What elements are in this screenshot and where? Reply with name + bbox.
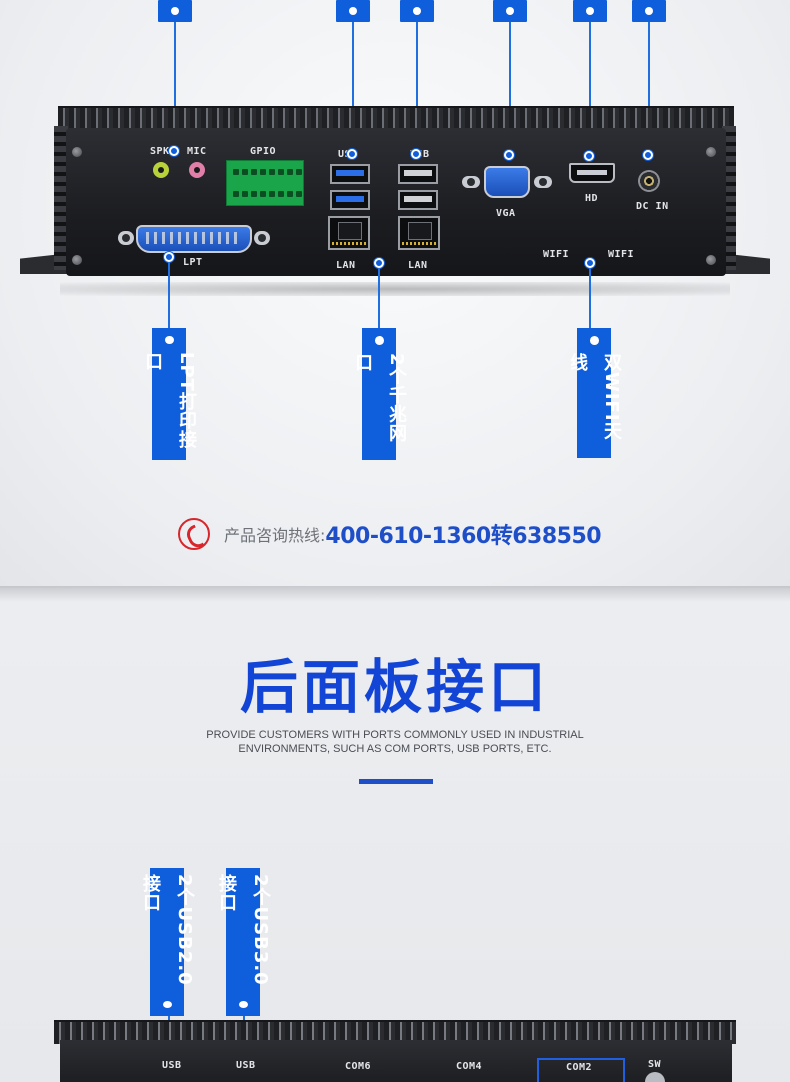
mic-label: MIC [187, 146, 207, 157]
speaker-jack [153, 162, 169, 178]
usb3-port [330, 190, 370, 210]
leader-line-wifi [589, 268, 591, 328]
screw [72, 147, 82, 157]
leader-line-usb-right [416, 22, 418, 154]
title-underline [359, 779, 433, 784]
dc-in-jack [638, 170, 660, 192]
callout-usb3-text: 2个USB3.0接口 [216, 874, 271, 986]
device-shadow [60, 282, 730, 296]
leader-line-lpt [168, 262, 170, 328]
phone-icon [178, 518, 210, 550]
callout-lan: 2个千兆网口 [352, 328, 407, 460]
mic-jack [189, 162, 205, 178]
callout-point [374, 258, 384, 268]
subtitle-line-1: PROVIDE CUSTOMERS WITH PORTS COMMONLY US… [206, 729, 584, 741]
callout-tag-spk [158, 0, 192, 22]
callout-point [169, 146, 179, 156]
callout-lpt: LPT打印接口 [142, 328, 197, 460]
leader-line-spk [174, 22, 176, 150]
callout-usb3: 2个USB3.0接口 [216, 868, 271, 1016]
callout-point [585, 258, 595, 268]
screw [72, 255, 82, 265]
rear-usb-label-a: USB [162, 1060, 182, 1071]
mini-pc-rear-panel [60, 1040, 732, 1082]
subtitle-line-2: ENVIRONMENTS, SUCH AS COM PORTS, USB POR… [238, 743, 552, 755]
callout-wifi: 双WIFI天线 [567, 328, 622, 458]
wifi-right-label: WIFI [608, 249, 635, 260]
callout-tag-usb-left [336, 0, 370, 22]
spk-label: SPK [150, 146, 170, 157]
callout-point [584, 151, 594, 161]
callout-usb2: 2个USB2.0接口 [140, 868, 195, 1016]
vga-port [462, 162, 552, 202]
leader-line-vga [509, 22, 511, 150]
leader-line-dcin [648, 22, 650, 152]
callout-tag-dcin [632, 0, 666, 22]
callout-wifi-text: 双WIFI天线 [567, 352, 622, 441]
leader-line-hdmi [589, 22, 591, 152]
hotline-label: 产品咨询热线: [224, 526, 326, 545]
lpt-port [118, 224, 270, 254]
hotline-number[interactable]: 400-610-1360转638550 [325, 524, 602, 549]
screw [706, 255, 716, 265]
com6-label: COM6 [345, 1061, 372, 1072]
com2-highlight [537, 1058, 625, 1082]
callout-point [411, 149, 421, 159]
com4-label: COM4 [456, 1061, 483, 1072]
vga-label: VGA [496, 208, 516, 219]
callout-point [347, 149, 357, 159]
wifi-left-label: WIFI [543, 249, 570, 260]
usb2-port [398, 164, 438, 184]
section-subtitle: PROVIDE CUSTOMERS WITH PORTS COMMONLY US… [0, 728, 790, 756]
lan-port-left [328, 216, 370, 250]
usb3-port [330, 164, 370, 184]
hd-label: HD [585, 193, 599, 204]
callout-lpt-text: LPT打印接口 [142, 352, 197, 450]
hdmi-port [569, 163, 615, 183]
gpio-terminal-block [226, 160, 304, 206]
lpt-label: LPT [183, 257, 203, 268]
power-switch [645, 1072, 665, 1082]
lan-port-right [398, 216, 440, 250]
front-panel-section [0, 0, 790, 588]
rear-usb-label-b: USB [236, 1060, 256, 1071]
callout-point [504, 150, 514, 160]
heatsink-side-left [54, 126, 68, 270]
section-divider [0, 586, 790, 602]
lan-right-label: LAN [408, 260, 428, 271]
sw-label: SW [648, 1059, 662, 1070]
gpio-label: GPIO [250, 146, 277, 157]
callout-point [164, 252, 174, 262]
callout-usb2-text: 2个USB2.0接口 [140, 874, 195, 986]
lan-left-label: LAN [336, 260, 356, 271]
callout-tag-usb-right [400, 0, 434, 22]
leader-line-usb-left [352, 22, 354, 154]
heatsink-fins [58, 106, 734, 130]
usb2-port [398, 190, 438, 210]
callout-lan-text: 2个千兆网口 [352, 352, 407, 443]
com2-label: COM2 [566, 1062, 593, 1073]
hotline: 产品咨询热线: 400-610-1360转638550 [178, 518, 602, 550]
callout-tag-hdmi [573, 0, 607, 22]
callout-point [643, 150, 653, 160]
leader-line-lan [378, 268, 380, 328]
dcin-label: DC IN [636, 201, 669, 212]
section-title: 后面板接口 [239, 653, 550, 721]
screw [706, 147, 716, 157]
callout-tag-vga [493, 0, 527, 22]
